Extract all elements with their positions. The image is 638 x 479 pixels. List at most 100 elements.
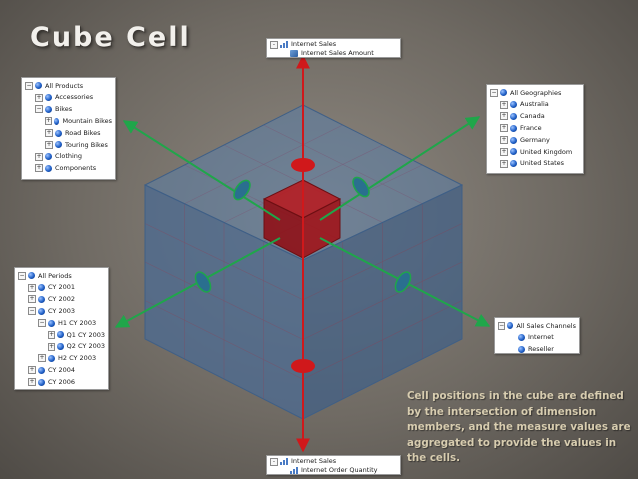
expand-toggle[interactable]: + — [500, 159, 508, 168]
measure-group-row[interactable]: - Internet Sales — [270, 40, 397, 49]
collapse-toggle[interactable]: − — [490, 88, 498, 97]
tree-item[interactable]: +CY 2006 — [18, 376, 105, 388]
tree-item[interactable]: + Clothing — [25, 151, 112, 163]
tree-item[interactable]: − H1 CY 2003 — [18, 317, 105, 329]
expand-toggle[interactable]: + — [45, 140, 53, 149]
collapse-toggle[interactable]: − — [35, 105, 43, 114]
tree-item[interactable]: + H2 CY 2003 — [18, 353, 105, 365]
member-label: CY 2002 — [48, 295, 76, 304]
expand-toggle[interactable]: + — [38, 354, 46, 363]
expand-toggle[interactable]: + — [45, 129, 53, 138]
member-icon — [35, 82, 42, 90]
member-icon — [518, 345, 525, 353]
member-icon — [38, 295, 45, 303]
tree-item[interactable]: −CY 2003 — [18, 305, 105, 317]
tree-item[interactable]: +CY 2004 — [18, 364, 105, 376]
tree-item[interactable]: +Components — [25, 163, 112, 175]
tree-item[interactable]: +Touring Bikes — [25, 139, 112, 151]
member-icon — [510, 136, 517, 144]
measure-group-icon — [280, 41, 288, 48]
member-label: Internet — [528, 333, 554, 342]
member-label: Mountain Bikes — [62, 117, 112, 126]
tree-root[interactable]: − All Products — [25, 80, 112, 92]
tree-item[interactable]: + France — [490, 122, 580, 134]
expand-toggle[interactable]: + — [500, 124, 508, 133]
member-icon — [45, 94, 52, 102]
tree-item[interactable]: +Canada — [490, 111, 580, 123]
tree-item[interactable]: +United States — [490, 158, 580, 170]
member-label: Road Bikes — [65, 128, 101, 137]
tree-item[interactable]: + Australia — [490, 99, 580, 111]
slide-title: Cube Cell — [30, 22, 191, 53]
tree-item[interactable]: +Q2 CY 2003 — [18, 341, 105, 353]
member-label: France — [520, 124, 542, 133]
measure-group-row[interactable]: - Internet Sales — [270, 457, 397, 466]
periods-tree: −All Periods+CY 2001+CY 2002−CY 2003−H1 … — [14, 267, 109, 390]
expand-toggle[interactable]: + — [500, 147, 508, 156]
member-icon — [38, 378, 45, 386]
member-icon — [38, 366, 45, 374]
member-label: Reseller — [528, 345, 554, 354]
member-icon — [55, 129, 62, 137]
member-label: All Products — [45, 81, 84, 90]
member-label: Q1 CY 2003 — [66, 330, 105, 339]
caption-text: Cell positions in the cube are defined b… — [407, 390, 631, 464]
period-axis — [114, 237, 281, 328]
measure-label: Internet Order Quantity — [301, 466, 378, 475]
measure-group-label: Internet Sales — [291, 40, 337, 49]
member-icon — [510, 148, 517, 156]
expand-toggle[interactable]: + — [28, 283, 36, 292]
member-label: Australia — [520, 100, 549, 109]
expand-toggle[interactable]: + — [35, 152, 43, 161]
tree-item[interactable]: +CY 2001 — [18, 282, 105, 294]
expand-toggle[interactable]: + — [28, 366, 36, 375]
expand-toggle[interactable]: + — [35, 164, 43, 173]
member-label: All Sales Channels — [516, 321, 576, 330]
member-icon — [500, 89, 507, 97]
expand-toggle[interactable]: + — [500, 100, 508, 109]
expand-toggle[interactable]: + — [28, 295, 36, 304]
collapse-toggle[interactable]: − — [25, 81, 33, 90]
tree-item[interactable]: Reseller — [498, 344, 576, 356]
collapse-toggle[interactable]: - — [270, 457, 278, 466]
tree-root[interactable]: −All Geographies — [490, 87, 580, 99]
member-label: All Periods — [38, 271, 72, 280]
collapse-toggle[interactable]: − — [498, 321, 506, 330]
expand-toggle[interactable]: + — [500, 112, 508, 121]
tree-item[interactable]: + Germany — [490, 134, 580, 146]
collapse-toggle[interactable]: − — [28, 307, 36, 316]
measure-row[interactable]: Internet Order Quantity — [270, 466, 397, 475]
expand-toggle[interactable]: + — [45, 117, 53, 126]
measure-row[interactable]: Internet Sales Amount — [270, 49, 397, 58]
member-label: Clothing — [55, 152, 83, 161]
expand-toggle[interactable]: + — [28, 378, 36, 387]
tree-root[interactable]: − All Periods — [18, 270, 105, 282]
tree-item[interactable]: + CY 2002 — [18, 294, 105, 306]
member-label: United Kingdom — [520, 147, 573, 156]
collapse-toggle[interactable]: - — [270, 40, 278, 49]
member-icon — [510, 112, 517, 120]
expand-toggle[interactable]: + — [48, 342, 56, 351]
tree-item[interactable]: + Road Bikes — [25, 127, 112, 139]
geography-axis — [319, 116, 481, 221]
tree-item[interactable]: +Accessories — [25, 92, 112, 104]
tree-root[interactable]: − All Sales Channels — [498, 320, 576, 332]
collapse-toggle[interactable]: − — [38, 319, 46, 328]
expand-toggle[interactable]: + — [500, 136, 508, 145]
channel-axis — [319, 237, 491, 327]
collapse-toggle[interactable]: − — [18, 271, 26, 280]
tree-item[interactable]: + Mountain Bikes — [25, 115, 112, 127]
tree-item[interactable]: Internet — [498, 332, 576, 344]
measure-box-top: - Internet Sales Internet Sales Amount — [266, 38, 401, 58]
expand-toggle[interactable]: + — [48, 330, 56, 339]
tree-item[interactable]: + United Kingdom — [490, 146, 580, 158]
tree-item[interactable]: −Bikes — [25, 104, 112, 116]
member-label: H2 CY 2003 — [58, 354, 97, 363]
member-label: Germany — [520, 135, 550, 144]
tree-item[interactable]: + Q1 CY 2003 — [18, 329, 105, 341]
member-label: H1 CY 2003 — [58, 318, 97, 327]
expand-toggle[interactable]: + — [35, 93, 43, 102]
member-icon — [510, 160, 517, 168]
